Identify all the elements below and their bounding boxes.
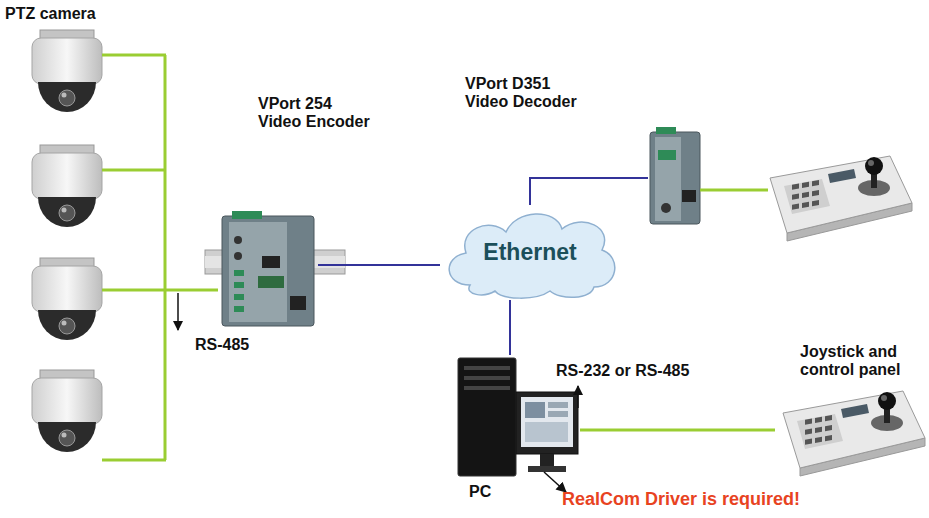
serial-cable <box>102 289 218 292</box>
pc-monitor-part <box>540 454 554 466</box>
note-text: RealCom Driver is required! <box>562 489 800 510</box>
ptz-camera <box>32 30 102 112</box>
rs485-bus-part <box>102 54 166 57</box>
pc-monitor-part <box>525 422 568 442</box>
joystick-keyboard <box>770 156 912 241</box>
encoder-device-part <box>258 276 284 288</box>
joystick-keyboard <box>783 391 925 476</box>
ptz-camera-part <box>32 258 102 340</box>
joystick-keyboard-part <box>770 156 912 241</box>
pc-tower-part <box>464 386 510 390</box>
decoder-device-part <box>661 203 671 213</box>
encoder-device-part <box>234 294 244 300</box>
video-decoder: VPort D351 Video Decoder <box>648 128 700 225</box>
node-title: PTZ camera <box>5 5 145 23</box>
decoder-device-part <box>658 150 676 160</box>
decoder-device-part <box>650 132 700 224</box>
pc-monitor-part <box>525 402 545 418</box>
ptz-camera-part <box>32 370 102 452</box>
encoder-device-part <box>222 216 314 326</box>
pc-monitor-part <box>516 392 578 454</box>
node-title: VPort 254 Video Encoder <box>258 95 376 132</box>
encoder-device-part <box>290 296 306 310</box>
encoder-device-part <box>232 211 262 219</box>
pc-tower-part <box>464 366 510 370</box>
pc-tower-part <box>458 358 516 476</box>
pc-tower-part <box>464 376 510 380</box>
decoder-device <box>650 127 700 224</box>
node-title: Joystick and control panel <box>800 343 925 380</box>
pc-monitor <box>516 392 578 472</box>
joystick-keyboard-part <box>783 391 925 476</box>
ptz-camera-part <box>32 145 102 227</box>
signal-label: RS-232 or RS-485 <box>556 362 689 380</box>
pointer-arrow <box>177 293 179 330</box>
encoder-device-part <box>234 236 242 244</box>
pointer-arrow <box>577 386 579 408</box>
encoder-device-part <box>234 306 244 312</box>
pc-monitor-part <box>521 397 573 447</box>
decoder-device-part <box>655 137 681 221</box>
cloud-label: Ethernet <box>483 239 576 265</box>
serial-cable <box>580 429 775 432</box>
decoder-device-part <box>682 190 696 202</box>
decoder-device-part <box>656 127 676 134</box>
node-title: PC <box>469 483 529 501</box>
pc-monitor-part <box>528 466 566 472</box>
ptz-camera <box>32 258 102 340</box>
rs485-bus-part <box>102 169 166 172</box>
encoder-device-part <box>262 256 280 268</box>
rs485-bus-part <box>102 459 166 462</box>
node-title: VPort D351 Video Decoder <box>465 75 587 112</box>
encoder-device <box>222 211 314 326</box>
network-cable <box>509 300 511 355</box>
ptz-camera <box>32 145 102 227</box>
ptz-camera <box>32 370 102 452</box>
cloud-outline <box>449 214 615 298</box>
video-encoder: VPort 254 Video Encoder <box>218 212 318 330</box>
serial-cable <box>700 189 768 192</box>
rs485-bus <box>102 55 166 460</box>
pc-monitor-part <box>548 402 568 408</box>
encoder-device-part <box>229 222 287 322</box>
ethernet-cloud: Ethernet <box>440 205 620 300</box>
network-cable <box>318 264 440 266</box>
signal-label: RS-485 <box>195 336 249 354</box>
encoder-device-part <box>234 282 244 288</box>
pc-tower <box>458 358 516 476</box>
joystick-panel: Joystick and control panel <box>775 385 925 477</box>
camera-group: PTZ camera <box>5 5 102 480</box>
encoder-device-part <box>234 270 244 276</box>
pc-monitor-part <box>548 411 568 417</box>
encoder-device-part <box>234 252 242 260</box>
rs485-bus-part <box>164 55 167 460</box>
ptz-camera-part <box>32 30 102 112</box>
network-cable <box>530 178 648 205</box>
